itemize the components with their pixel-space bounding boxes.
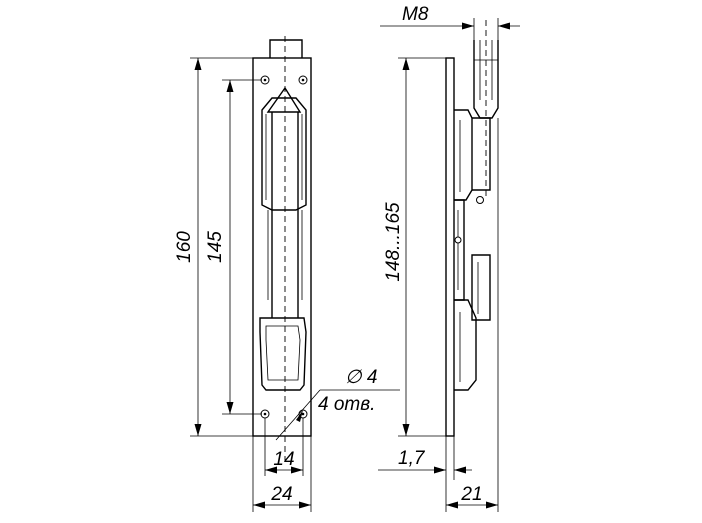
dim-14-label: 14: [273, 449, 294, 470]
dim-1-7: 1,7: [378, 436, 472, 480]
lower-housing-profile: [454, 299, 477, 391]
dim-1-7-label: 1,7: [398, 448, 426, 469]
bolt-tip: [269, 39, 303, 58]
bolt-head: [266, 86, 302, 113]
hole-count-label: 4 отв.: [318, 394, 375, 415]
dim-148-165: 148...165: [383, 57, 446, 437]
dim-m8: M8: [380, 4, 520, 40]
dim-14: 14: [264, 418, 304, 476]
dim-160-label: 160: [174, 231, 195, 263]
dim-21: 21: [445, 118, 499, 512]
bolt-rod: [271, 112, 299, 318]
side-plate: [445, 57, 455, 437]
side-view: [445, 20, 499, 437]
dim-24-label: 24: [270, 484, 292, 505]
dim-145: 145: [205, 79, 262, 415]
dim-m8-label: M8: [402, 4, 429, 25]
dim-160: 160: [174, 57, 253, 437]
upper-guide: [261, 97, 307, 211]
hole-diameter-label: ∅ 4: [345, 367, 377, 388]
dim-148-165-label: 148...165: [383, 202, 404, 282]
mounting-holes: [260, 75, 308, 419]
dim-21-label: 21: [460, 484, 482, 505]
upper-housing-profile: [454, 109, 473, 201]
front-view: [252, 36, 312, 460]
lever-handle: [259, 317, 307, 391]
dim-24: 24: [252, 436, 312, 512]
middle-section: [454, 199, 465, 301]
dim-145-label: 145: [205, 231, 226, 263]
hole-callout: ∅ 4 4 отв.: [275, 367, 400, 441]
